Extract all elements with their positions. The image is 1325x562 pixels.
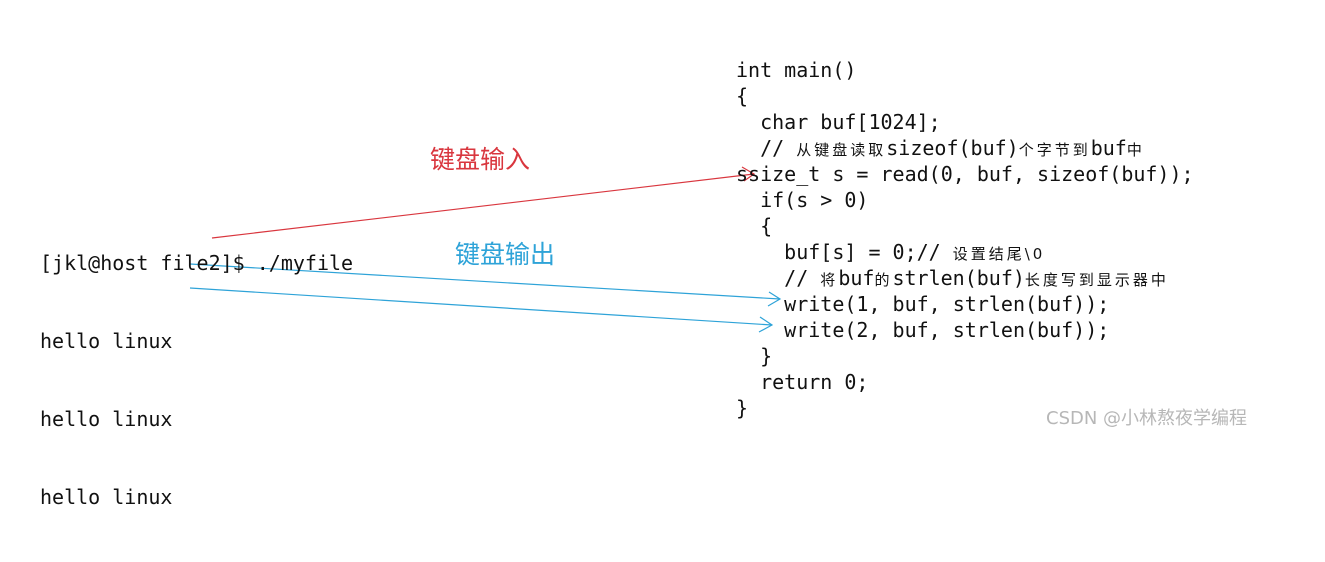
terminal-output-line: hello linux [40, 329, 173, 353]
code-text: { [736, 214, 773, 238]
code-text: return 0; [736, 370, 869, 394]
code-text: } [736, 344, 773, 368]
code-line: } [736, 343, 1194, 369]
code-line: int main() [736, 57, 1194, 83]
code-line: if(s > 0) [736, 187, 1194, 213]
code-line: return 0; [736, 369, 1194, 395]
diagram-canvas: [jkl@host file2]$ ./myfile hello linux h… [40, 57, 1248, 509]
output-arrow-line-2 [189, 287, 773, 326]
code-block: int main(){ char buf[1024]; // 从键盘读取size… [736, 57, 1194, 421]
code-comment: 中 [1126, 141, 1145, 159]
output-arrow-head-1 [767, 291, 782, 307]
code-text: write(2, buf, strlen(buf)); [736, 318, 1110, 342]
terminal-output: [jkl@host file2]$ ./myfile hello linux h… [40, 198, 353, 562]
code-line: buf[s] = 0;// 设置结尾\0 [736, 239, 1194, 265]
code-line: ssize_t s = read(0, buf, sizeof(buf)); [736, 161, 1194, 187]
code-text: strlen(buf) [892, 266, 1025, 290]
code-text: buf [1090, 136, 1127, 160]
code-line: } [736, 395, 1194, 421]
code-text: buf[s] = 0;// [736, 240, 953, 264]
code-line: // 从键盘读取sizeof(buf)个字节到buf中 [736, 135, 1194, 161]
code-text: sizeof(buf) [886, 136, 1019, 160]
output-arrow-head-2 [758, 316, 774, 333]
keyboard-input-label: 键盘输入 [430, 145, 531, 174]
code-comment: 个字节到 [1018, 141, 1091, 159]
terminal-prompt-line: [jkl@host file2]$ ./myfile [40, 251, 354, 275]
terminal-output-line: hello linux [40, 485, 173, 509]
code-comment: 长度写到显示器中 [1024, 271, 1169, 289]
output-arrow-line-1 [189, 263, 781, 300]
terminal-output-line: hello linux [40, 407, 173, 431]
code-text: // [736, 136, 797, 160]
code-text: write(1, buf, strlen(buf)); [736, 292, 1110, 316]
code-text: } [736, 396, 749, 420]
code-comment: 设置结尾\0 [952, 245, 1046, 263]
code-comment: 将 [820, 271, 839, 289]
code-comment: 的 [874, 271, 893, 289]
code-text: if(s > 0) [736, 188, 869, 212]
input-arrow-line [211, 173, 755, 239]
watermark: CSDN @小林熬夜学编程 [1046, 408, 1248, 429]
code-text: int main() [736, 58, 857, 82]
code-line: { [736, 213, 1194, 239]
code-comment: 从键盘读取 [796, 141, 887, 159]
code-text: { [736, 84, 749, 108]
keyboard-output-label: 键盘输出 [455, 240, 556, 269]
code-text: ssize_t s = read(0, buf, sizeof(buf)); [736, 162, 1194, 186]
code-text: // [736, 266, 821, 290]
code-text: char buf[1024]; [736, 110, 941, 134]
code-line: char buf[1024]; [736, 109, 1194, 135]
code-line: { [736, 83, 1194, 109]
code-line: write(1, buf, strlen(buf)); [736, 291, 1194, 317]
arrows-layer [189, 166, 782, 333]
code-line: write(2, buf, strlen(buf)); [736, 317, 1194, 343]
code-line: // 将buf的strlen(buf)长度写到显示器中 [736, 265, 1194, 291]
input-arrow-head [741, 166, 756, 182]
code-text: buf [838, 266, 875, 290]
